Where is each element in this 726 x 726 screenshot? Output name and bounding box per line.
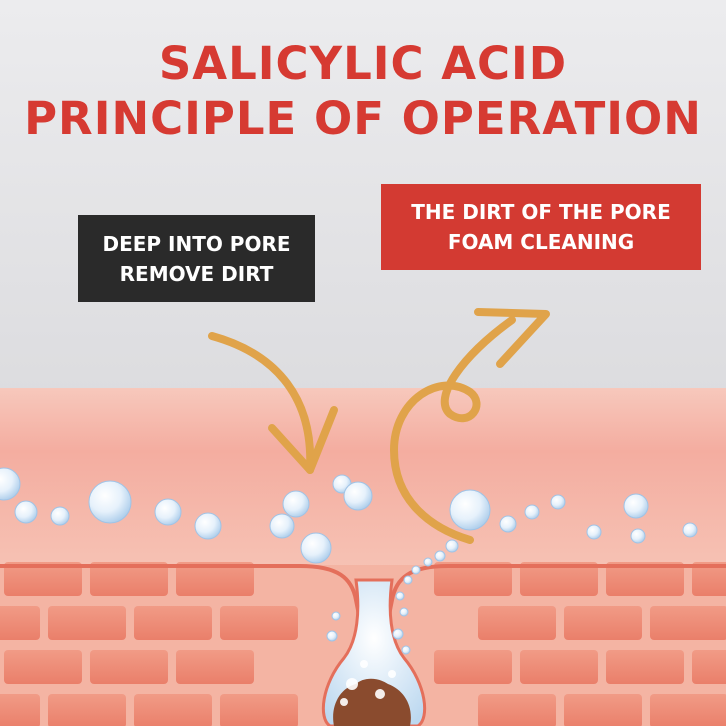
label-right-line-1: THE DIRT OF THE PORE (411, 200, 671, 224)
skin-cell (434, 562, 512, 596)
bubble-icon (550, 494, 566, 510)
bubble-icon (630, 528, 646, 544)
skin-cell (564, 694, 642, 726)
bubble-icon (392, 628, 404, 640)
label-left-line-1: DEEP INTO PORE (102, 231, 291, 256)
title-line-1: SALICYLIC ACID (158, 37, 568, 90)
skin-cell (4, 562, 82, 596)
skin-cell (520, 650, 598, 684)
skin-cell (176, 562, 254, 596)
bubble-icon (343, 481, 373, 511)
skin-surface (0, 388, 726, 568)
bubble-icon (524, 504, 540, 520)
skin-cell (220, 606, 298, 640)
skin-cell (48, 606, 126, 640)
bubble-icon (403, 575, 413, 585)
label-right-line-2: FOAM CLEANING (447, 230, 635, 254)
label-foam-cleaning: THE DIRT OF THE PORE FOAM CLEANING (381, 184, 701, 270)
label-deep-into-pore: DEEP INTO PORE REMOVE DIRT (78, 215, 315, 302)
bubble-icon (434, 550, 446, 562)
skin-cell (0, 606, 40, 640)
bubble-icon (300, 532, 332, 564)
skin-cell (220, 694, 298, 726)
bubble-icon (411, 565, 421, 575)
bubble-icon (154, 498, 182, 526)
bubble-icon (445, 539, 459, 553)
bubble-icon (586, 524, 602, 540)
skin-cell (606, 562, 684, 596)
skin-cell (606, 650, 684, 684)
bubble-icon (88, 480, 132, 524)
bubble-icon (269, 513, 295, 539)
skin-cell (4, 650, 82, 684)
skin-cell (0, 694, 40, 726)
label-left-line-2: REMOVE DIRT (119, 261, 274, 286)
skin-cell (90, 562, 168, 596)
skin-cell (176, 650, 254, 684)
bubble-icon (395, 591, 405, 601)
skin-cell (134, 694, 212, 726)
skin-cell (650, 606, 726, 640)
skin-cell (134, 606, 212, 640)
bubble-icon (399, 607, 409, 617)
bubble-icon (331, 611, 341, 621)
pore-dirt (333, 678, 411, 726)
skin-cell (48, 694, 126, 726)
skin-cell (434, 650, 512, 684)
bubble-icon (499, 515, 517, 533)
bubble-icon (423, 557, 433, 567)
bubble-icon (14, 500, 38, 524)
arrow-down-icon (208, 332, 338, 474)
skin-cell (478, 606, 556, 640)
skin-cell (478, 694, 556, 726)
bubble-icon (0, 467, 21, 501)
bubble-icon (682, 522, 698, 538)
skin-cells (0, 562, 726, 726)
bubbles (0, 467, 698, 655)
arrow-up-icon (390, 308, 550, 544)
bubble-icon (282, 490, 310, 518)
skin-cell (90, 650, 168, 684)
skin-cell (692, 562, 726, 596)
bubble-icon (326, 630, 338, 642)
skin-cell (520, 562, 598, 596)
bubble-icon (623, 493, 649, 519)
skin-cell (650, 694, 726, 726)
bubble-icon (50, 506, 70, 526)
bubble-icon (401, 645, 411, 655)
bubble-icon (194, 512, 222, 540)
title-line-2: PRINCIPLE OF OPERATION (24, 92, 702, 145)
skin-cell (692, 650, 726, 684)
bubble-icon (449, 489, 491, 531)
skin-cell (564, 606, 642, 640)
